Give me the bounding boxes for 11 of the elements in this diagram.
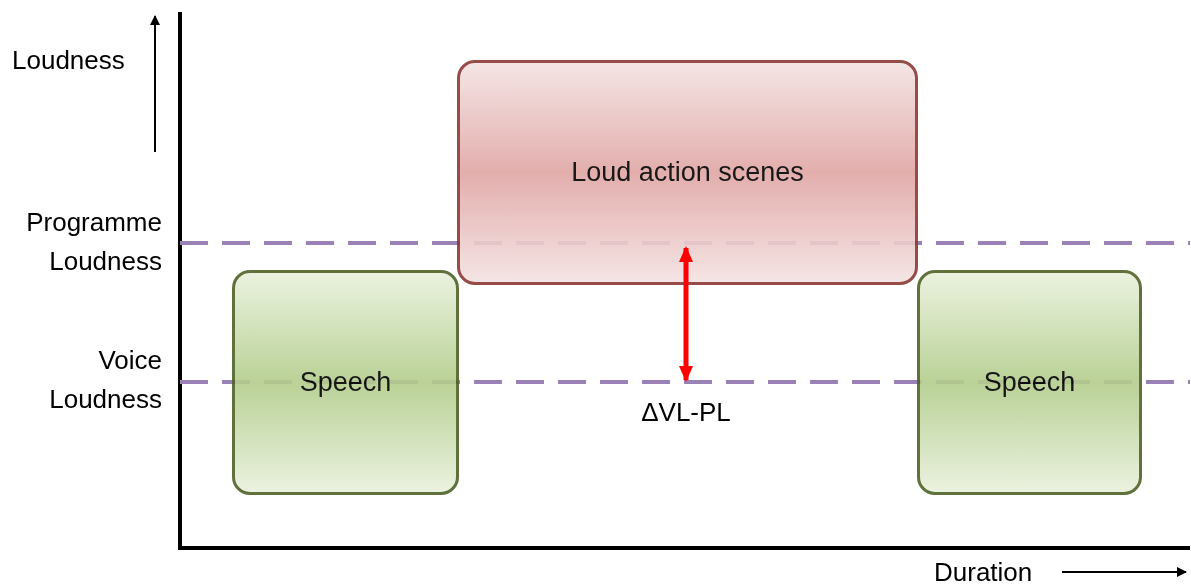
segment-box: [232, 270, 459, 495]
axis-label: Loudness: [12, 44, 126, 77]
segment-box: [457, 60, 918, 285]
segment-label: Speech: [299, 367, 392, 398]
segment-label: Speech: [983, 367, 1076, 398]
segment-box: [917, 270, 1142, 495]
axis-label: Duration: [934, 556, 1034, 585]
level-label: Voice Loudness: [48, 344, 162, 416]
level-label: Programme Loudness: [25, 206, 162, 278]
measure-label: ΔVL-PL: [640, 396, 732, 429]
segment-label: Loud action scenes: [571, 157, 804, 188]
